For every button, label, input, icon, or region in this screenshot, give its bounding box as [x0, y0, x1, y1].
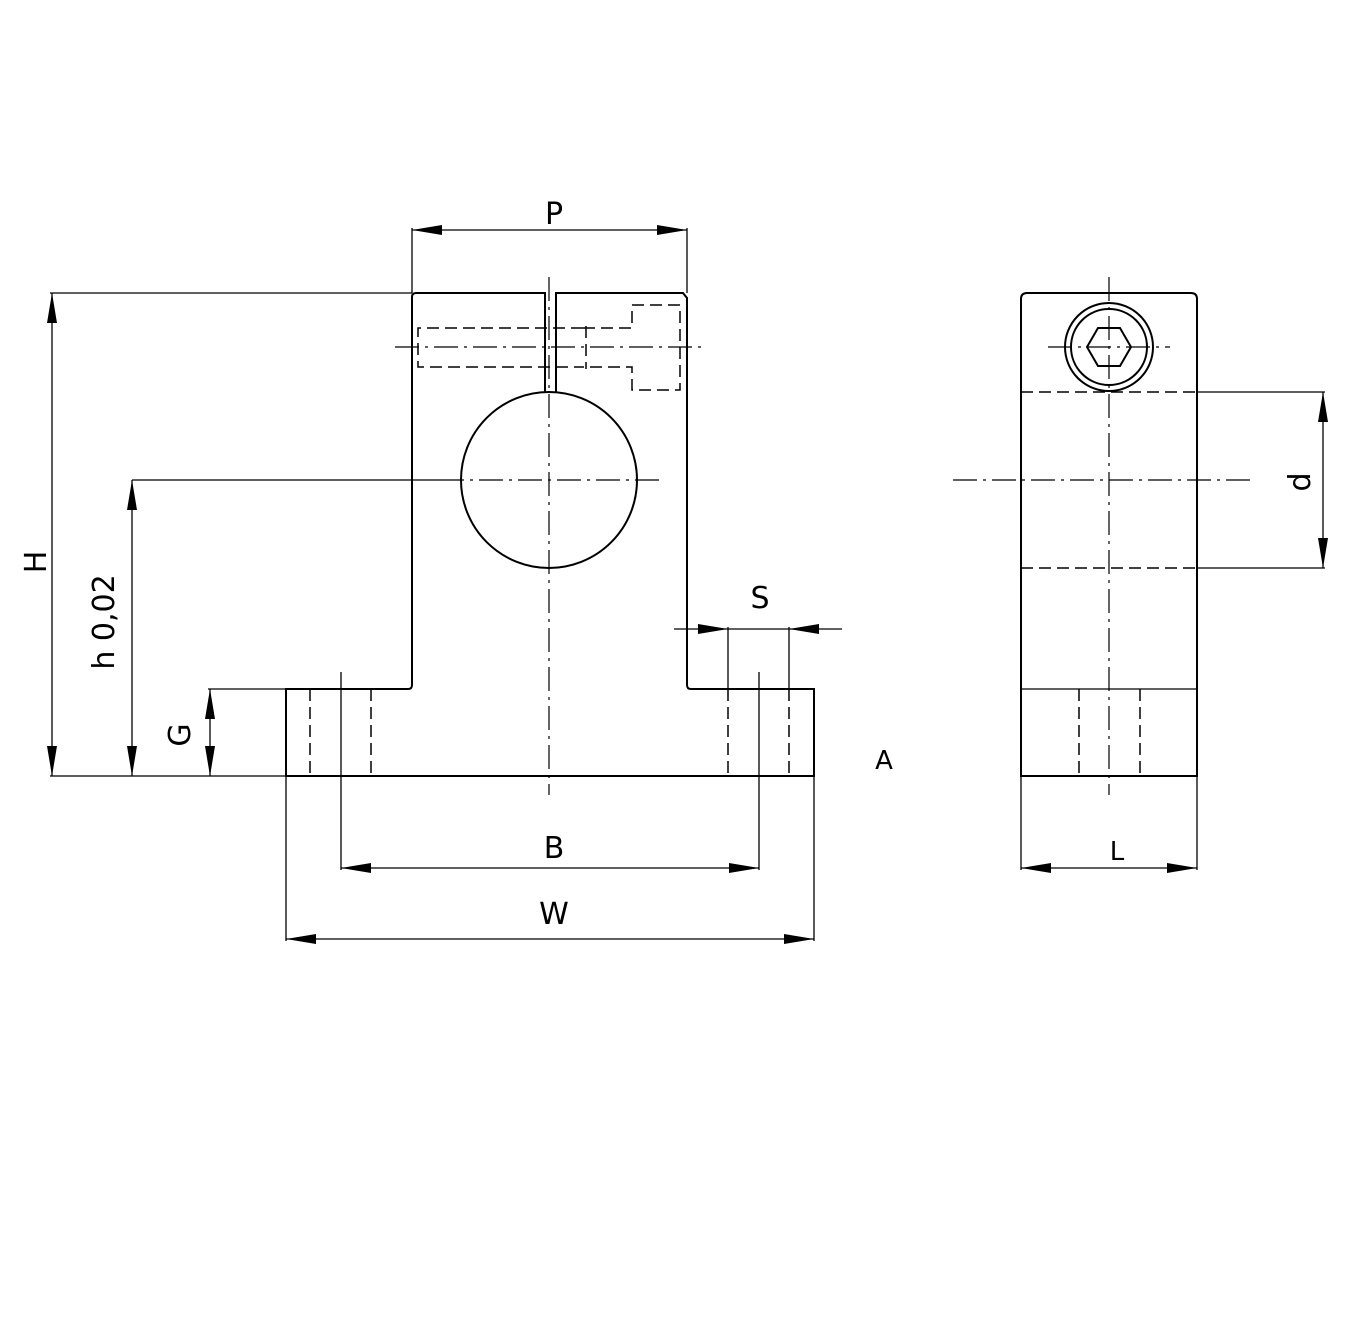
dimension-S: S	[674, 581, 842, 689]
label-S: S	[750, 581, 769, 616]
label-d: d	[1283, 472, 1318, 491]
label-h: h 0,02	[87, 574, 122, 669]
label-W: W	[539, 897, 569, 932]
label-G: G	[163, 723, 198, 746]
mounting-holes-front	[309, 689, 790, 776]
dimension-H: H	[19, 292, 412, 777]
dimension-d: d	[1197, 391, 1328, 569]
shaft-support-outline	[285, 292, 815, 777]
label-P: P	[545, 197, 563, 232]
dimension-G: G	[163, 688, 286, 776]
centerlines-side	[953, 277, 1250, 795]
label-B: B	[544, 831, 565, 866]
label-A: A	[875, 746, 893, 776]
dimension-B: B	[340, 672, 760, 873]
dimension-W: W	[285, 776, 815, 944]
dimension-P: P	[411, 197, 688, 293]
centerlines-front	[395, 277, 705, 795]
side-outline	[1020, 292, 1198, 777]
side-view: d L	[953, 277, 1328, 873]
mounting-holes-side	[1078, 689, 1141, 776]
label-L: L	[1110, 837, 1125, 867]
dimension-h: h 0,02	[87, 479, 440, 776]
front-view: P H h 0,02 G S	[19, 197, 893, 944]
label-H: H	[19, 551, 54, 574]
dimension-L: L	[1020, 776, 1198, 873]
